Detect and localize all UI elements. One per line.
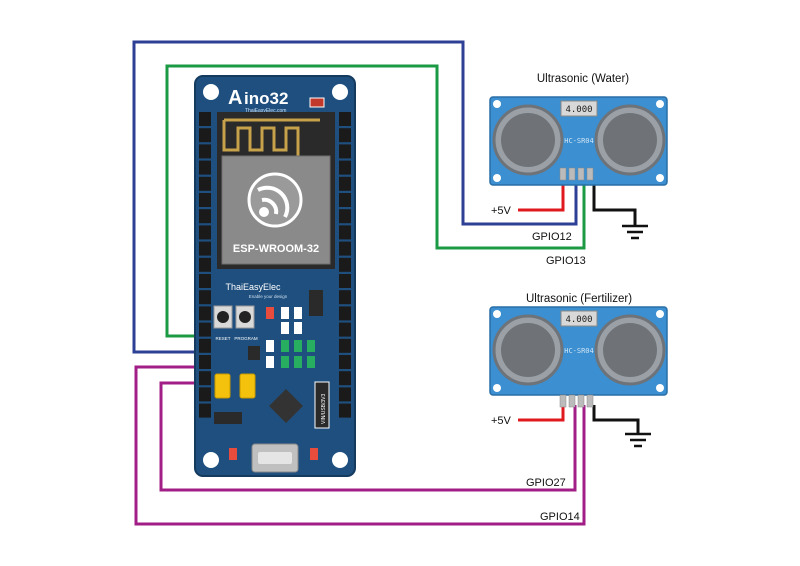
left-header <box>199 112 211 418</box>
header-pin <box>199 257 211 272</box>
gpio-label: GPIO13 <box>546 255 586 267</box>
header-pin <box>199 144 211 159</box>
wire-gpio12 <box>132 40 578 354</box>
vcc-label: +5V <box>491 205 512 217</box>
wire-gnd-water <box>592 178 637 226</box>
jumper[interactable] <box>239 373 256 399</box>
header-pin <box>339 371 351 386</box>
header-pin <box>339 387 351 402</box>
ground-icon <box>625 432 651 448</box>
espressif-icon <box>247 172 303 228</box>
header-pin <box>339 193 351 207</box>
gpio-label: GPIO27 <box>526 477 566 489</box>
program-label: PROGRAM <box>234 336 258 341</box>
wire-5v-fertilizer <box>518 405 565 422</box>
header-pin <box>339 160 351 175</box>
power-selector-label: VIN/USB/3V3 <box>321 393 327 424</box>
crystal-label: 4.000 <box>565 105 592 115</box>
maker-name: ThaiEasyElec <box>225 282 281 292</box>
smd-components <box>248 290 323 368</box>
header-pin <box>339 209 351 224</box>
right-header <box>339 112 351 418</box>
board-brand: ino32 <box>244 89 288 108</box>
board-brand-logo: A <box>228 87 242 109</box>
header-pin <box>339 257 351 272</box>
header-pin <box>339 112 351 126</box>
wire-gpio13 <box>165 64 586 338</box>
ultrasonic-sensor-fertilizer: Ultrasonic (Fertilizer) 4.000 HC-SR04 <box>489 293 668 408</box>
header-pin <box>199 274 211 288</box>
header-pin <box>339 306 351 321</box>
jumper[interactable] <box>214 373 231 399</box>
header-pin <box>199 306 211 321</box>
reset-label: RESET <box>215 336 230 341</box>
reset-button[interactable] <box>217 311 229 323</box>
header-pin <box>339 241 351 256</box>
maker-tagline: Enable your design <box>249 294 288 299</box>
ground-icon <box>622 224 648 240</box>
header-pin <box>339 128 351 143</box>
header-pin <box>199 241 211 256</box>
wire-gpio27 <box>159 381 577 492</box>
wire-gpio14 <box>134 365 586 526</box>
header-pin <box>199 176 211 191</box>
esp32-board: A ino32 ThaiEasyElec.com ESP-WROOM-32 Th… <box>194 75 356 477</box>
header-pin <box>199 209 211 224</box>
vcc-label: +5V <box>491 415 512 427</box>
header-pin <box>339 338 351 353</box>
gpio-label: GPIO12 <box>532 231 572 243</box>
sensor-model: HC-SR04 <box>564 347 594 355</box>
header-pin <box>199 128 211 143</box>
sensor-title: Ultrasonic (Water) <box>537 73 629 85</box>
wire-5v-water <box>518 178 565 212</box>
header-pin <box>339 274 351 288</box>
header-pin <box>199 225 211 240</box>
antenna-trace <box>222 118 320 158</box>
header-pin <box>199 338 211 353</box>
wire-gnd-fertilizer <box>592 405 640 434</box>
power-led <box>309 97 325 108</box>
wires <box>132 40 640 526</box>
usb-uart-chip <box>269 389 303 423</box>
header-pin <box>199 112 211 126</box>
header-pin <box>199 387 211 402</box>
header-pin <box>199 322 211 337</box>
header-pin <box>339 290 351 305</box>
program-button[interactable] <box>239 311 251 323</box>
header-pin <box>199 193 211 207</box>
header-pin <box>199 371 211 386</box>
module-name: ESP-WROOM-32 <box>233 243 319 255</box>
header-pin <box>339 176 351 191</box>
sensor-model: HC-SR04 <box>564 137 594 145</box>
header-pin <box>339 144 351 159</box>
gpio-label: GPIO14 <box>540 511 580 523</box>
header-pin <box>199 403 211 418</box>
power-selector[interactable] <box>314 381 330 429</box>
header-pin <box>199 355 211 369</box>
header-pin <box>339 403 351 418</box>
board-brand-sub: ThaiEasyElec.com <box>245 108 286 114</box>
header-pin <box>339 322 351 337</box>
header-pin <box>339 355 351 369</box>
sensor-title: Ultrasonic (Fertilizer) <box>526 293 632 305</box>
header-pin <box>339 225 351 240</box>
header-pin <box>199 160 211 175</box>
crystal-label: 4.000 <box>565 315 592 325</box>
header-pin <box>199 290 211 305</box>
ultrasonic-sensor-water: Ultrasonic (Water) 4.000 HC-SR04 <box>489 73 668 186</box>
